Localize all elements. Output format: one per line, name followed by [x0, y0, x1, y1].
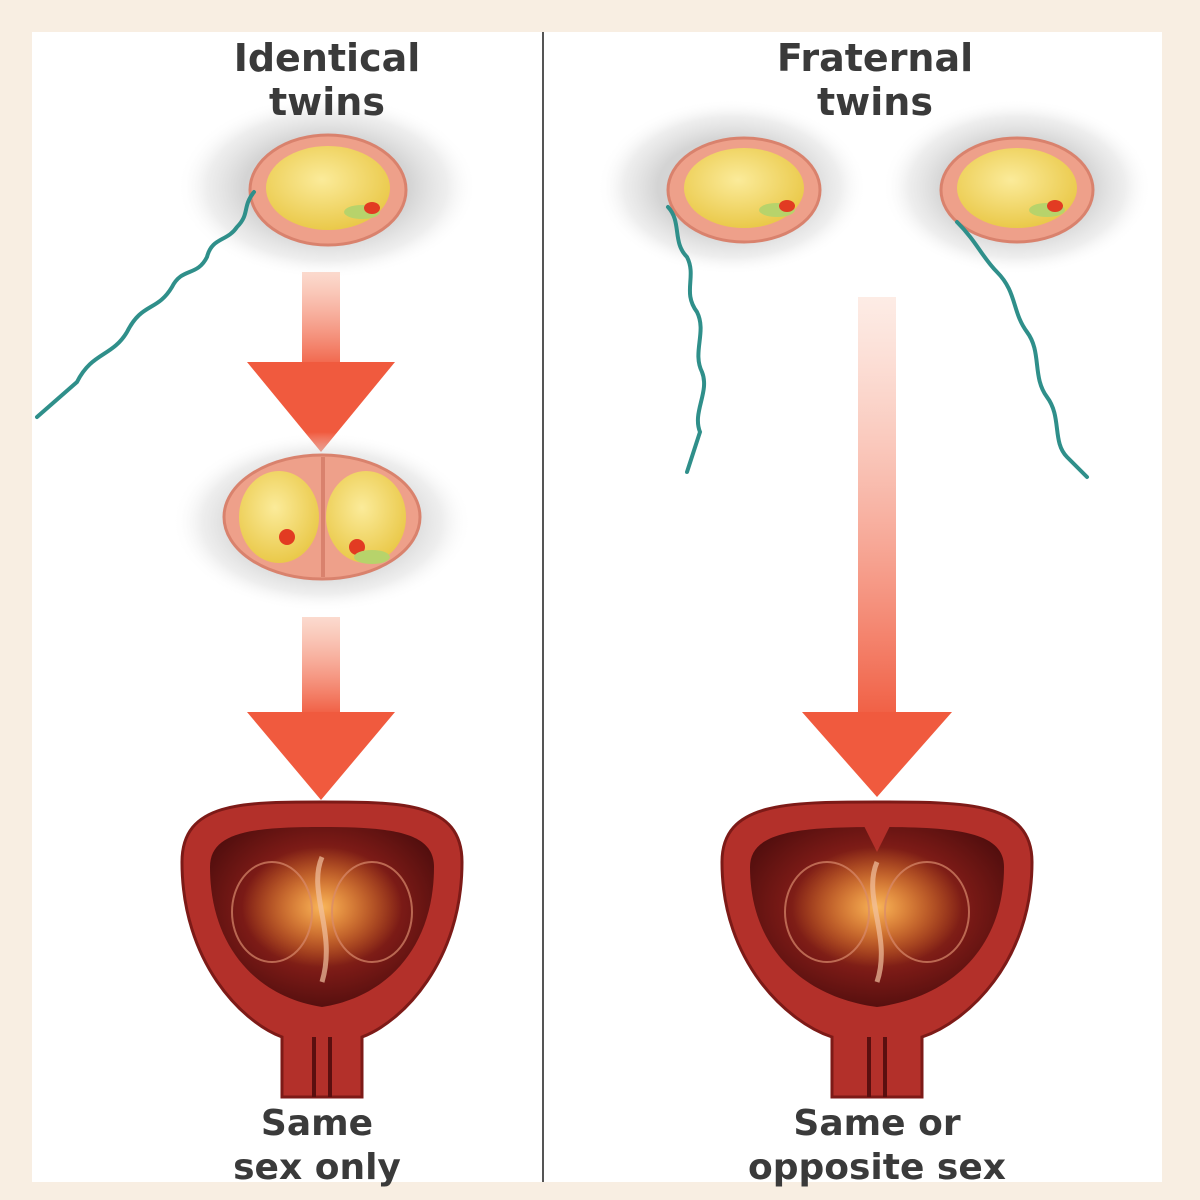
fraternal-sperm-2	[955, 220, 1089, 479]
identical-heading-line2: twins	[269, 80, 385, 124]
identical-twins-heading: Identical twins	[117, 36, 537, 124]
fraternal-uterus	[720, 800, 1034, 1099]
fraternal-sperm-1	[666, 205, 707, 474]
fraternal-arrow	[802, 297, 952, 797]
diagram-panel: Identical twins Fraternal twins Same sex…	[32, 32, 1162, 1188]
fraternal-twins-heading: Fraternal twins	[665, 36, 1085, 124]
fraternal-egg-1	[597, 99, 867, 275]
fraternal-caption-line2: opposite sex	[748, 1147, 1006, 1188]
identical-fertilized-egg	[177, 95, 477, 279]
fraternal-caption-line1: Same or	[793, 1103, 961, 1144]
fraternal-twins-caption: Same or opposite sex	[647, 1102, 1107, 1190]
identical-arrow-1	[247, 272, 395, 452]
identical-caption-line1: Same	[260, 1103, 374, 1144]
fraternal-egg-2	[882, 99, 1152, 275]
identical-arrow-2	[247, 617, 395, 800]
identical-heading-line1: Identical	[233, 36, 421, 80]
identical-twins-caption: Same sex only	[87, 1102, 547, 1190]
twins-diagram	[35, 32, 1152, 1182]
split-embryo	[172, 432, 472, 612]
fraternal-heading-line1: Fraternal	[776, 36, 974, 80]
identical-sperm	[35, 190, 256, 419]
fraternal-heading-line2: twins	[817, 80, 933, 124]
identical-caption-line2: sex only	[233, 1147, 401, 1188]
identical-uterus	[180, 800, 464, 1099]
